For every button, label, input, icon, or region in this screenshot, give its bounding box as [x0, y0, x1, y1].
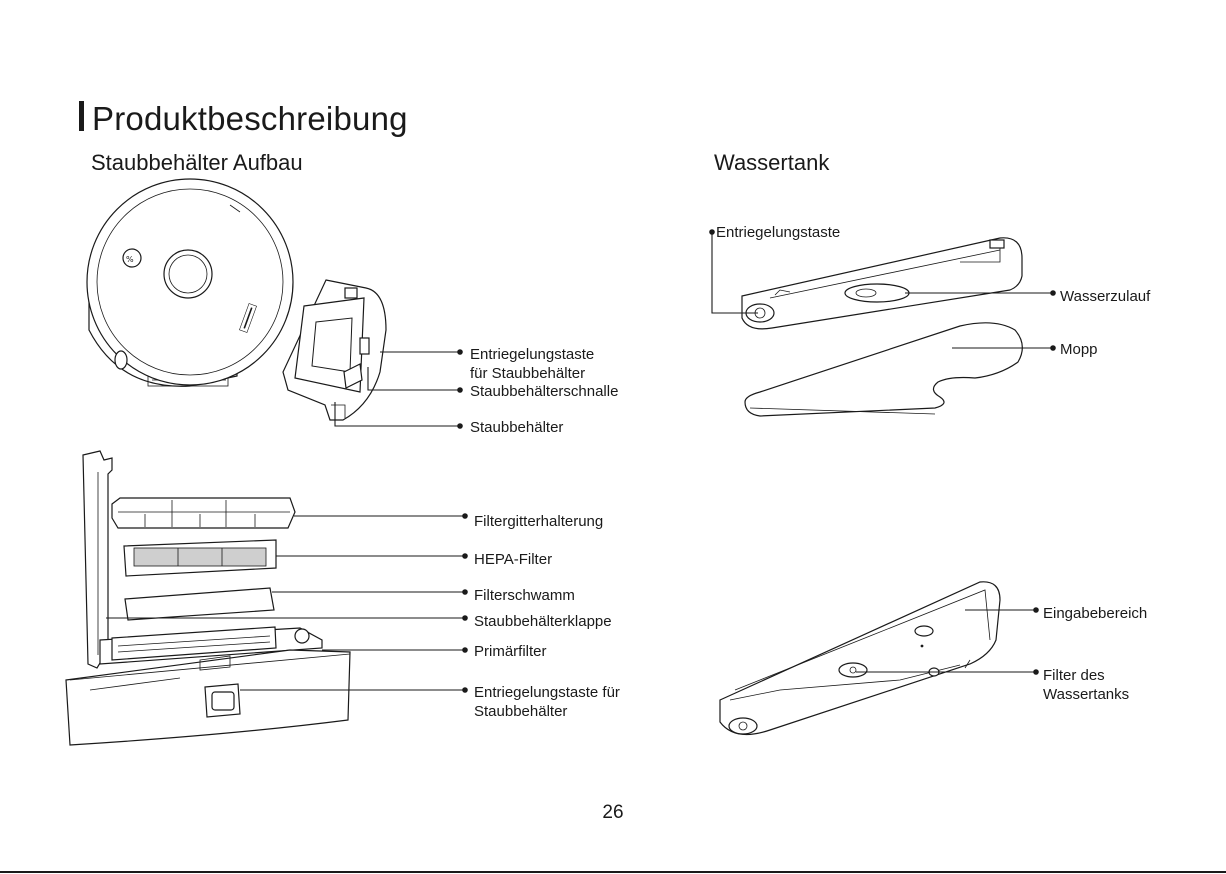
- callout-release-button-2-line1: Entriegelungstaste für: [474, 684, 620, 701]
- bottom-divider: [0, 871, 1226, 873]
- right-section-title: Wassertank: [714, 150, 830, 175]
- page-title: Produktbeschreibung: [92, 100, 408, 137]
- water-tank-illustration: [741, 237, 1023, 330]
- page-number: 26: [602, 802, 624, 823]
- left-callout-lines: [106, 349, 468, 693]
- callout-filter-grid-holder: Filtergitterhalterung: [474, 513, 604, 530]
- water-tank-bottom-illustration: [719, 581, 1001, 736]
- callout-tank-filter: Filter des Wassertanks: [1043, 667, 1129, 704]
- right-callout-lines: [709, 229, 1056, 675]
- mop-illustration: [744, 322, 1023, 417]
- title-accent-bar: [79, 101, 84, 131]
- callout-filter-sponge: Filterschwamm: [474, 587, 575, 604]
- callout-tank-release-button: Entriegelungstaste: [716, 224, 841, 241]
- brand-logo: [239, 303, 257, 333]
- callout-mop: Mopp: [1060, 341, 1098, 358]
- dust-bin-illustration: [282, 279, 387, 421]
- callout-release-button-2-line2: Staubbehälter: [474, 702, 568, 720]
- callout-input-area: Eingabebereich: [1043, 605, 1148, 622]
- callout-bin-flap: Staubbehälterklappe: [474, 613, 612, 630]
- callout-release-button-2: Entriegelungstaste für Staubbehälter: [474, 684, 620, 721]
- callout-release-button-line2: für Staubbehälter: [470, 364, 586, 382]
- callout-tank-filter-line1: Filter des: [1043, 667, 1105, 684]
- callout-release-button-line1: Entriegelungstaste: [470, 346, 595, 363]
- callout-bin-buckle: Staubbehälterschnalle: [470, 383, 619, 400]
- callout-hepa-filter: HEPA-Filter: [474, 551, 553, 568]
- callout-release-button: Entriegelungstaste für Staubbehälter: [470, 346, 594, 383]
- callout-dust-bin: Staubbehälter: [470, 419, 564, 436]
- callout-water-inlet: Wasserzulauf: [1060, 288, 1151, 305]
- left-section-title: Staubbehälter Aufbau: [91, 150, 303, 175]
- callout-tank-filter-line2: Wassertanks: [1043, 685, 1130, 703]
- svg-text:%: %: [126, 255, 134, 264]
- filter-assembly-illustration: [65, 450, 351, 746]
- robot-vacuum-illustration: %: [86, 178, 294, 387]
- callout-primary-filter: Primärfilter: [474, 643, 547, 660]
